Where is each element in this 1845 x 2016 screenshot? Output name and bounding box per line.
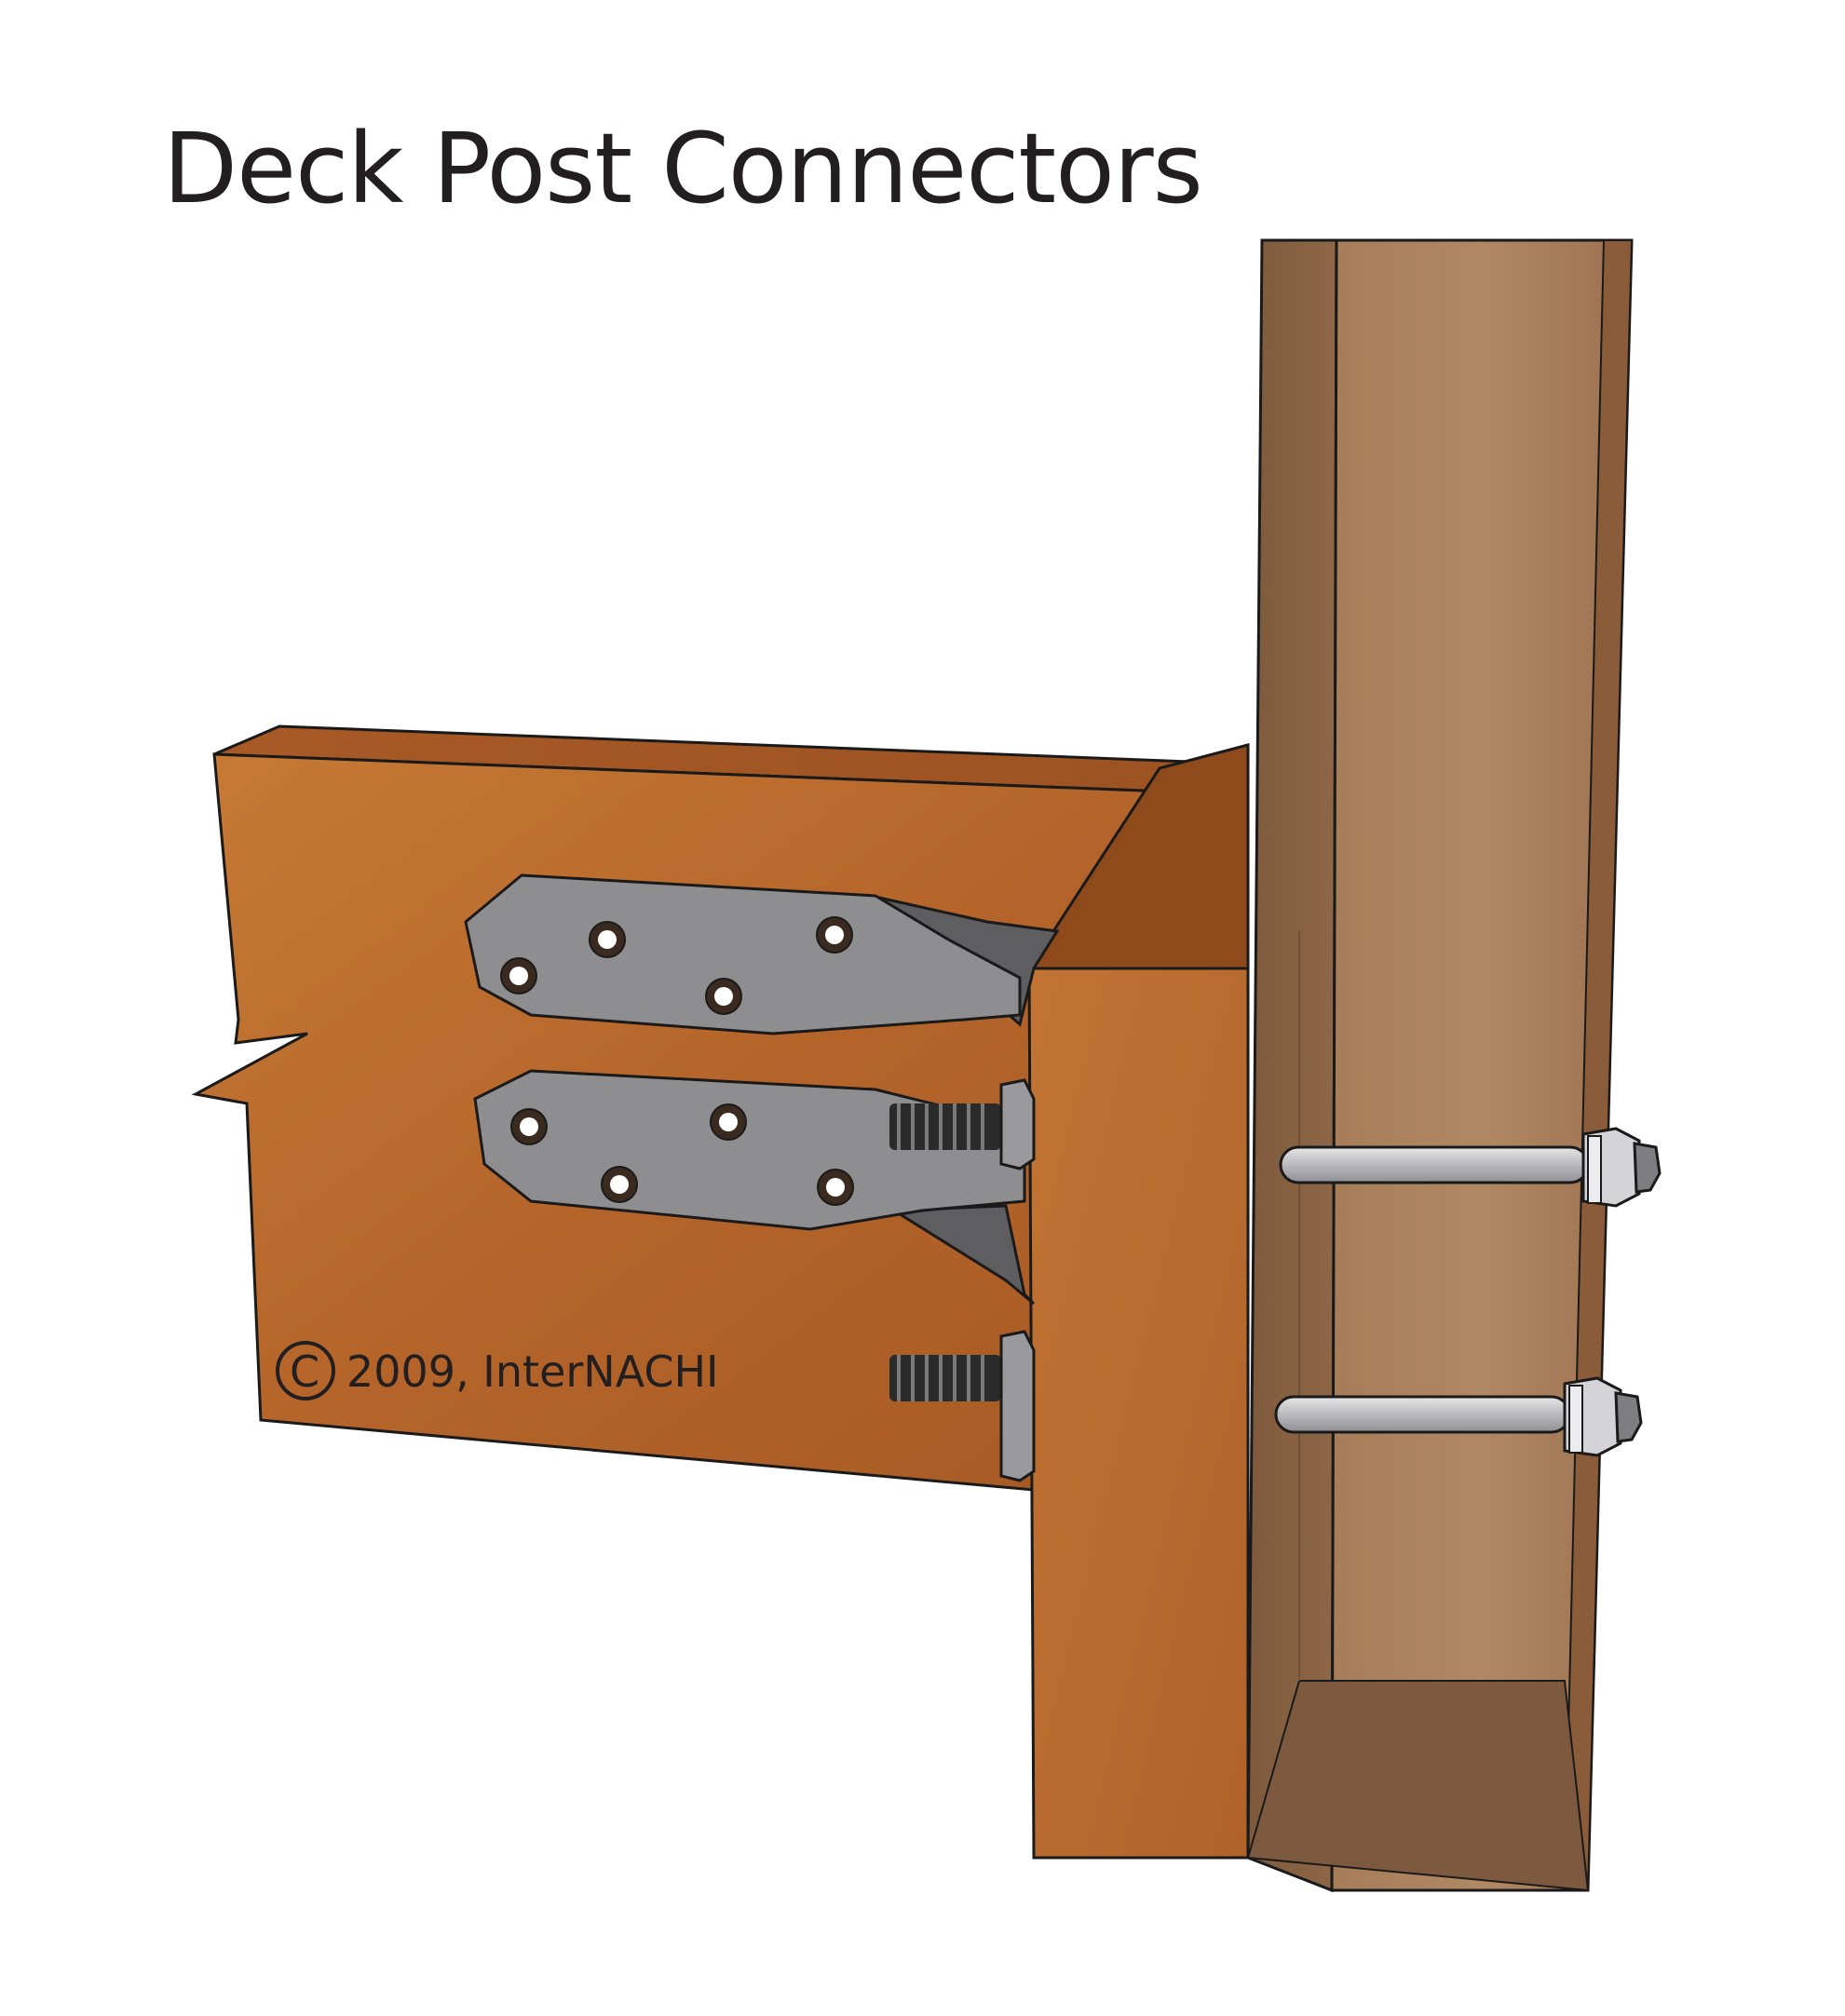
lower-connector-flange: [889, 1204, 1036, 1306]
nut-icon: [999, 1330, 1036, 1482]
upper-plate-body: [464, 873, 1022, 1035]
post-side-face: [1246, 238, 1338, 1893]
threaded-rod-lower: [889, 1330, 1036, 1482]
diagram-title: Deck Post Connectors: [163, 112, 1203, 225]
post-blocking: [1026, 743, 1250, 1860]
copyright-text: 2009, InterNACHI: [346, 1346, 719, 1397]
deck-post: [1246, 238, 1634, 1893]
upper-plate-screws: [500, 916, 853, 1015]
copyright-symbol-icon: [276, 1341, 335, 1400]
through-bolt-lower: [1274, 1376, 1643, 1457]
threaded-rod-upper: [889, 1078, 1036, 1170]
blocking-front-face: [1027, 967, 1250, 1860]
nut-icon: [999, 1078, 1036, 1170]
upper-connector-plate: [464, 873, 1060, 1035]
through-bolt-upper: [1279, 1127, 1662, 1208]
copyright-symbol-letter: C: [290, 1346, 319, 1397]
lower-plate-screws: [510, 1103, 854, 1206]
post-bottom-face: [1246, 1680, 1590, 1892]
lower-connector-plate: [473, 1069, 1036, 1306]
copyright-notice: C 2009, InterNACHI: [276, 1341, 719, 1400]
